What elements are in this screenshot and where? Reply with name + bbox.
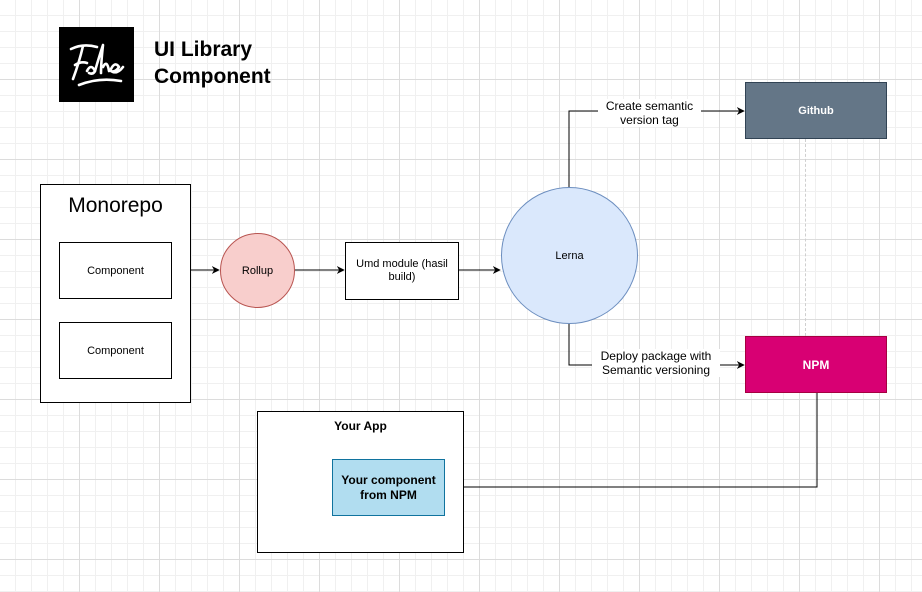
github-node: Github (745, 82, 887, 139)
component-node-1: Component (59, 242, 172, 299)
edge-label-npm-line-1: Deploy package with (600, 349, 712, 363)
rollup-node: Rollup (220, 233, 295, 308)
title-line-2: Component (154, 65, 271, 88)
component-node-2: Component (59, 322, 172, 379)
divider-dashed (805, 139, 806, 336)
edge-label-npm-line-2: Semantic versioning (601, 363, 711, 377)
your-app-label: Your App (334, 419, 387, 433)
your-component-node: Your component from NPM (332, 459, 445, 516)
edge-label-github-line-2: version tag (620, 113, 679, 127)
monorepo-label: Monorepo (68, 194, 163, 217)
logo (59, 27, 134, 102)
lerna-node: Lerna (501, 187, 638, 324)
signature-logo-icon (69, 43, 125, 87)
npm-node: NPM (745, 336, 887, 393)
edge-label-npm: Deploy package with Semantic versioning (592, 349, 720, 377)
diagram-title: UI Library Component (154, 36, 271, 90)
edge-npm-yourcomponent (445, 393, 818, 491)
edge-label-github-line-1: Create semantic (605, 99, 694, 113)
edge-label-github: Create semantic version tag (598, 99, 701, 127)
title-line-1: UI Library (154, 38, 253, 61)
umd-module-node: Umd module (hasil build) (345, 242, 459, 300)
